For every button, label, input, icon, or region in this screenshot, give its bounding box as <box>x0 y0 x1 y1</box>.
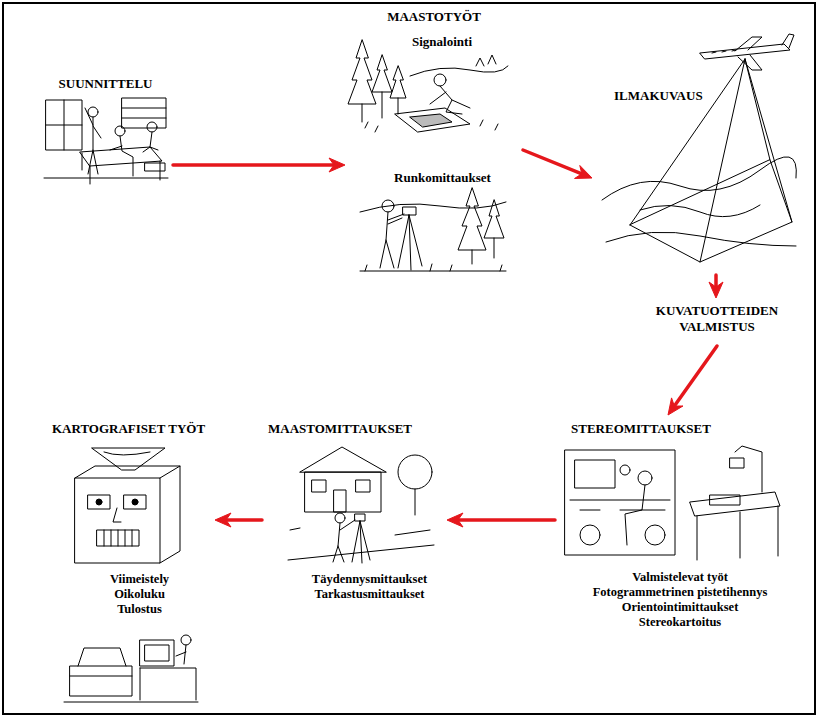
survey-sketch <box>360 188 506 271</box>
airplane-sketch <box>602 34 796 262</box>
arrow-head <box>329 158 345 172</box>
arrow-line <box>173 163 334 167</box>
stage-node: SUUNNITTELU <box>38 72 173 197</box>
stage-heading: MAASTOMITTAUKSET <box>266 421 414 437</box>
stage-node: KUVATUOTTEIDEN VALMISTUS <box>632 298 802 346</box>
stage-item: Täydennysmittaukset <box>310 572 429 587</box>
stage-item: Tarkastusmittaukset <box>313 587 427 602</box>
flow-arrow <box>668 346 717 415</box>
stage-node: Signalointi <box>355 26 510 144</box>
arrow-line <box>714 275 718 287</box>
printer-sketch <box>64 635 198 702</box>
flow-arrow <box>447 513 555 527</box>
stage-node: ILMAKUVAUS <box>592 30 798 275</box>
stage-heading: ILMAKUVAUS <box>612 88 705 104</box>
stage-item: Tulostus <box>115 602 164 617</box>
arrow-head <box>215 513 231 527</box>
stage-heading: Signalointi <box>410 34 474 50</box>
planning-sketch <box>44 98 168 184</box>
arrow-head <box>709 282 723 298</box>
arrow-head <box>575 165 592 178</box>
stage-node: KARTOGRAFISET TYÖT ViimeistelyOikolukuTul… <box>40 415 215 707</box>
stage-node: MAASTOTYÖT SignalointiRunkomittaukset <box>345 6 523 284</box>
flow-arrow <box>215 513 262 527</box>
arrow-line <box>523 150 582 174</box>
stage-heading: MAASTOTYÖT <box>385 9 483 25</box>
stage-node: Runkomittaukset <box>355 156 510 282</box>
stage-heading: SUUNNITTELU <box>57 76 155 92</box>
flow-arrow <box>173 158 345 172</box>
stage-item: Fotogrammetrinen pistetihennys <box>591 585 770 600</box>
field-survey-sketch <box>288 447 434 563</box>
stage-heading: Runkomittaukset <box>392 170 493 186</box>
signal-sketch <box>348 40 508 132</box>
stereo-instrument-sketch <box>565 446 780 560</box>
stage-heading: KARTOGRAFISET TYÖT <box>50 421 207 437</box>
map-machine-sketch <box>75 448 180 563</box>
stage-node: STEREOMITTAUKSET Valmistelevat työtFotogr… <box>555 415 805 647</box>
stage-heading: STEREOMITTAUKSET <box>569 421 713 437</box>
stage-node: MAASTOMITTAUKSET TäydennysmittauksetTarka… <box>262 415 447 610</box>
flow-arrow <box>523 150 592 178</box>
stage-item: Viimeistely <box>108 572 171 587</box>
arrow-line <box>226 518 262 522</box>
arrow-line <box>458 518 555 522</box>
arrow-line <box>674 346 717 406</box>
stage-item: Stereokartoitus <box>637 615 723 630</box>
frame <box>3 3 815 714</box>
stage-heading: KUVATUOTTEIDEN VALMISTUS <box>640 303 794 335</box>
stage-item: Valmistelevat työt <box>630 570 730 585</box>
stage-item: Oikoluku <box>112 587 167 602</box>
stage-item: Orientointimittaukset <box>620 600 741 615</box>
arrow-head <box>447 513 463 527</box>
arrow-head <box>668 398 683 415</box>
flow-arrow <box>709 275 723 298</box>
